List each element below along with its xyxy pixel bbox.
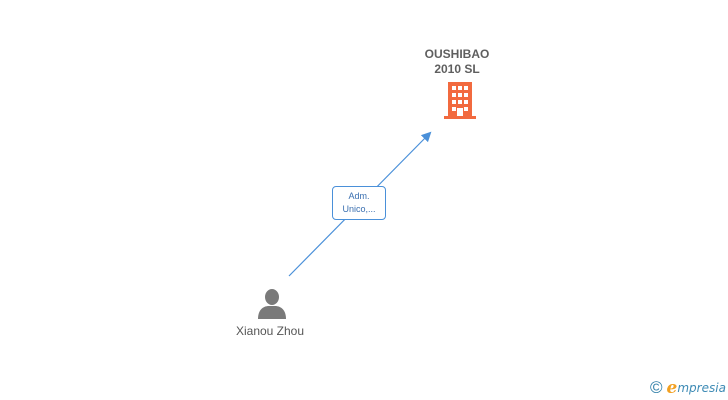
empresia-brand[interactable]: © e mpresia bbox=[650, 378, 726, 398]
building-icon[interactable] bbox=[442, 82, 478, 120]
brand-name: mpresia bbox=[677, 381, 726, 395]
brand-initial: e bbox=[666, 378, 678, 398]
company-name[interactable]: OUSHIBAO 2010 SL bbox=[424, 47, 490, 76]
copyright-icon: © bbox=[650, 378, 663, 397]
relationship-label[interactable]: Adm. Unico,... bbox=[332, 186, 386, 220]
person-name[interactable]: Xianou Zhou bbox=[235, 324, 305, 338]
relationship-label-text: Adm. Unico,... bbox=[342, 191, 376, 214]
person-icon[interactable] bbox=[257, 288, 287, 320]
